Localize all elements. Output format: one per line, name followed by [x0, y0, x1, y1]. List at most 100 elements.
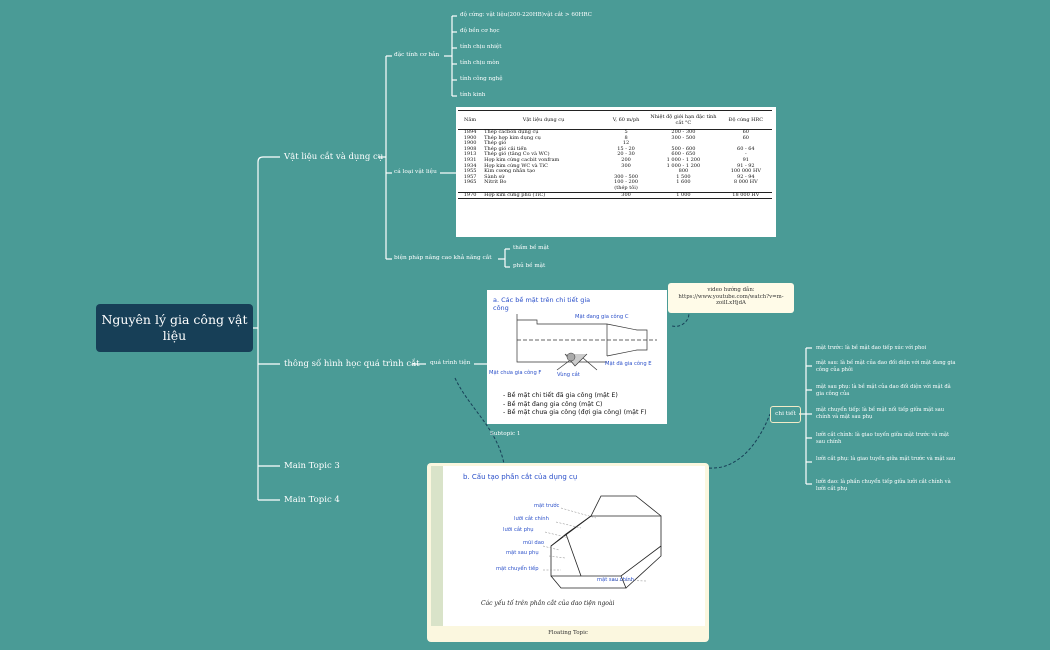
table-cell: 1908: [463, 145, 477, 152]
table-cell: 1965: [463, 179, 477, 186]
table-cell: 91: [742, 156, 749, 163]
table-cell: Hợp kim cứng cacbit vonfram: [484, 156, 560, 163]
table-cell: 1894: [463, 129, 477, 135]
label-vung-cat: Vùng cắt: [557, 372, 580, 378]
table-cell: 1934: [463, 162, 477, 169]
table-cell: 1 600: [676, 179, 691, 186]
table-cell: 1 000 - 1 200: [666, 156, 701, 163]
table-cell: Thép hợp kim dụng cụ: [484, 134, 541, 141]
subtopic-dac-tinh[interactable]: đặc tính cơ bản: [394, 52, 440, 58]
table-row: 1908 Thép gió cải tiến 15 - 20 500 - 600 60 …: [458, 145, 772, 153]
bullet-item: - Bề mặt chưa gia công (đợi gia công) (m…: [503, 409, 647, 416]
leaf-do-cung[interactable]: độ cứng: vật liệu(200-220HB)vật cắt > 60…: [460, 12, 592, 18]
label-da-gia-cong: Mặt đã gia công E: [605, 361, 652, 367]
table-cell: Thép gió: [484, 140, 507, 147]
table-cell: 18 000 HV: [732, 191, 760, 198]
turning-surfaces-image[interactable]: a. Các bề mặt trên chi tiết gia công Mặt…: [487, 290, 667, 424]
table-cell: 1900: [463, 134, 477, 141]
table-cell: Thép cacbon dụng cụ: [484, 129, 539, 135]
leaf-do-ben[interactable]: độ bền cơ học: [460, 28, 500, 34]
detail-mat-truoc[interactable]: mặt trước: là bề mặt dao tiếp xúc với ph…: [816, 345, 927, 351]
leaf-kinh[interactable]: tính kinh: [460, 92, 486, 98]
video-note[interactable]: video hướng dẫn: https://www.youtube.com…: [668, 283, 794, 313]
detail-luoi-cat-chinh[interactable]: lưỡi cắt chính: là giao tuyến giữa mặt t…: [816, 432, 950, 445]
table-cell: 100 - 200: [614, 179, 639, 186]
detail-luoi-dao[interactable]: lưỡi dao: là phần chuyển tiếp giữa lưỡi …: [816, 479, 951, 492]
main-topic-4[interactable]: Main Topic 4: [284, 495, 340, 505]
table-cell: 600 - 650: [671, 151, 696, 158]
table-cell: Thép gió cải tiến: [484, 145, 527, 152]
leaf-chiu-mon[interactable]: tính chịu mòn: [460, 60, 500, 66]
table-cell: 100 000 HV: [730, 168, 761, 175]
central-topic[interactable]: Nguyên lý gia công vật liệu: [96, 304, 253, 352]
chi-tiet-node[interactable]: chi tiết: [770, 406, 801, 423]
material-history-table: Năm Vật liệu dụng cụ V, 60 m/ph Nhiệt độ…: [458, 110, 772, 200]
floating-topic-label: Floating Topic: [548, 630, 588, 636]
label-mui-dao: mũi dao: [523, 540, 545, 546]
tool-parts-image: b. Cấu tạo phần cắt của dụng cụ mặt trướ…: [431, 466, 705, 626]
subtopic-1-label[interactable]: Subtopic 1: [490, 431, 521, 437]
subtopic-bien-phap[interactable]: biện pháp nâng cao khả năng cắt: [394, 255, 492, 261]
table-cell: 60 - 64: [737, 145, 755, 152]
table-cell: Thép gió (tăng Co và WC): [484, 151, 550, 158]
leaf-cong-nghe[interactable]: tính công nghệ: [460, 76, 503, 82]
table-cell: 1 000: [676, 191, 691, 198]
table-cell: 8: [624, 134, 628, 141]
table-cell: -: [744, 151, 747, 158]
label-luoi-cat-chinh: lưỡi cắt chính: [514, 516, 549, 522]
tool-heading: b. Cấu tạo phần cắt của dụng cụ: [463, 473, 578, 481]
table-cell: 300: [621, 162, 631, 169]
leaf-chiu-nhiet[interactable]: tính chịu nhiệt: [460, 44, 502, 50]
table-cell: Hợp kim cứng phủ (TiC): [484, 191, 546, 198]
leaf-tham-be-mat[interactable]: thấm bề mặt: [513, 245, 550, 251]
bullet-item: - Bề mặt chi tiết đã gia công (mặt E): [503, 392, 618, 399]
table-cell: 5: [624, 129, 628, 135]
detail-mat-chuyen-tiep[interactable]: mặt chuyển tiếp: là bề mặt nối tiếp giữa…: [816, 407, 945, 420]
table-cell: 91 - 92: [737, 162, 755, 169]
main-topic-thong-so[interactable]: thông số hình học quá trình cắt: [284, 359, 420, 369]
label-dang-gia-cong: Mặt đang gia công C: [575, 314, 629, 320]
table-cell: 300 - 500: [614, 173, 639, 180]
leaf-phu-be-mat[interactable]: phủ bề mặt: [513, 263, 546, 269]
table-cell: 15 - 20: [617, 145, 635, 152]
subtopic-qua-trinh-tien[interactable]: quá trình tiện: [430, 360, 471, 366]
bullet-item: - Bề mặt đang gia công (mặt C): [503, 400, 603, 408]
table-cell: 60: [742, 129, 749, 135]
image-edge-strip: [431, 466, 443, 626]
tool-diagram: [542, 495, 662, 589]
main-topic-3[interactable]: Main Topic 3: [284, 461, 340, 471]
table-header: Vật liệu dụng cụ: [482, 110, 605, 130]
table-cell: 500 - 600: [671, 145, 696, 152]
table-cell: 60: [742, 134, 749, 141]
table-cell: 200: [621, 156, 631, 163]
table-cell: 92 - 94: [737, 173, 755, 180]
main-topic-vat-lieu[interactable]: Vật liệu cắt và dụng cụ: [284, 152, 384, 162]
table-cell: 800: [678, 168, 689, 175]
table-header: Năm: [458, 110, 483, 130]
table-cell: 1970: [463, 191, 477, 198]
subtopic-cac-loai[interactable]: cá loại vật liệu: [394, 169, 437, 175]
label-luoi-cat-phu: lưỡi cắt phụ: [503, 527, 534, 533]
table-cell: 1957: [463, 173, 477, 180]
detail-luoi-cat-phu[interactable]: lưỡi cắt phụ: là giao tuyến giữa mặt trư…: [816, 456, 956, 462]
turning-image-heading: a. Các bề mặt trên chi tiết gia công: [493, 296, 591, 312]
detail-mat-sau[interactable]: mặt sau: là bề mặt của dao đối diện với …: [816, 360, 956, 373]
table-header: Nhiệt độ giới hạn đặc tính cắt °C: [647, 110, 720, 130]
table-header-row: Năm Vật liệu dụng cụ V, 60 m/ph Nhiệt độ…: [458, 110, 772, 130]
table-cell: Hợp kim cứng WC và TiC: [484, 162, 549, 169]
detail-mat-sau-phu[interactable]: mặt sau phụ: là bề mặt của dao đối diện …: [816, 384, 951, 397]
table-cell: 1900: [463, 140, 477, 147]
label-mat-chuyen-tiep: mặt chuyển tiếp: [496, 566, 539, 572]
turning-diagram: [516, 314, 657, 371]
table-cell: Kim cương nhân tạo: [484, 168, 536, 175]
floating-topic[interactable]: b. Cấu tạo phần cắt của dụng cụ mặt trướ…: [427, 463, 709, 642]
